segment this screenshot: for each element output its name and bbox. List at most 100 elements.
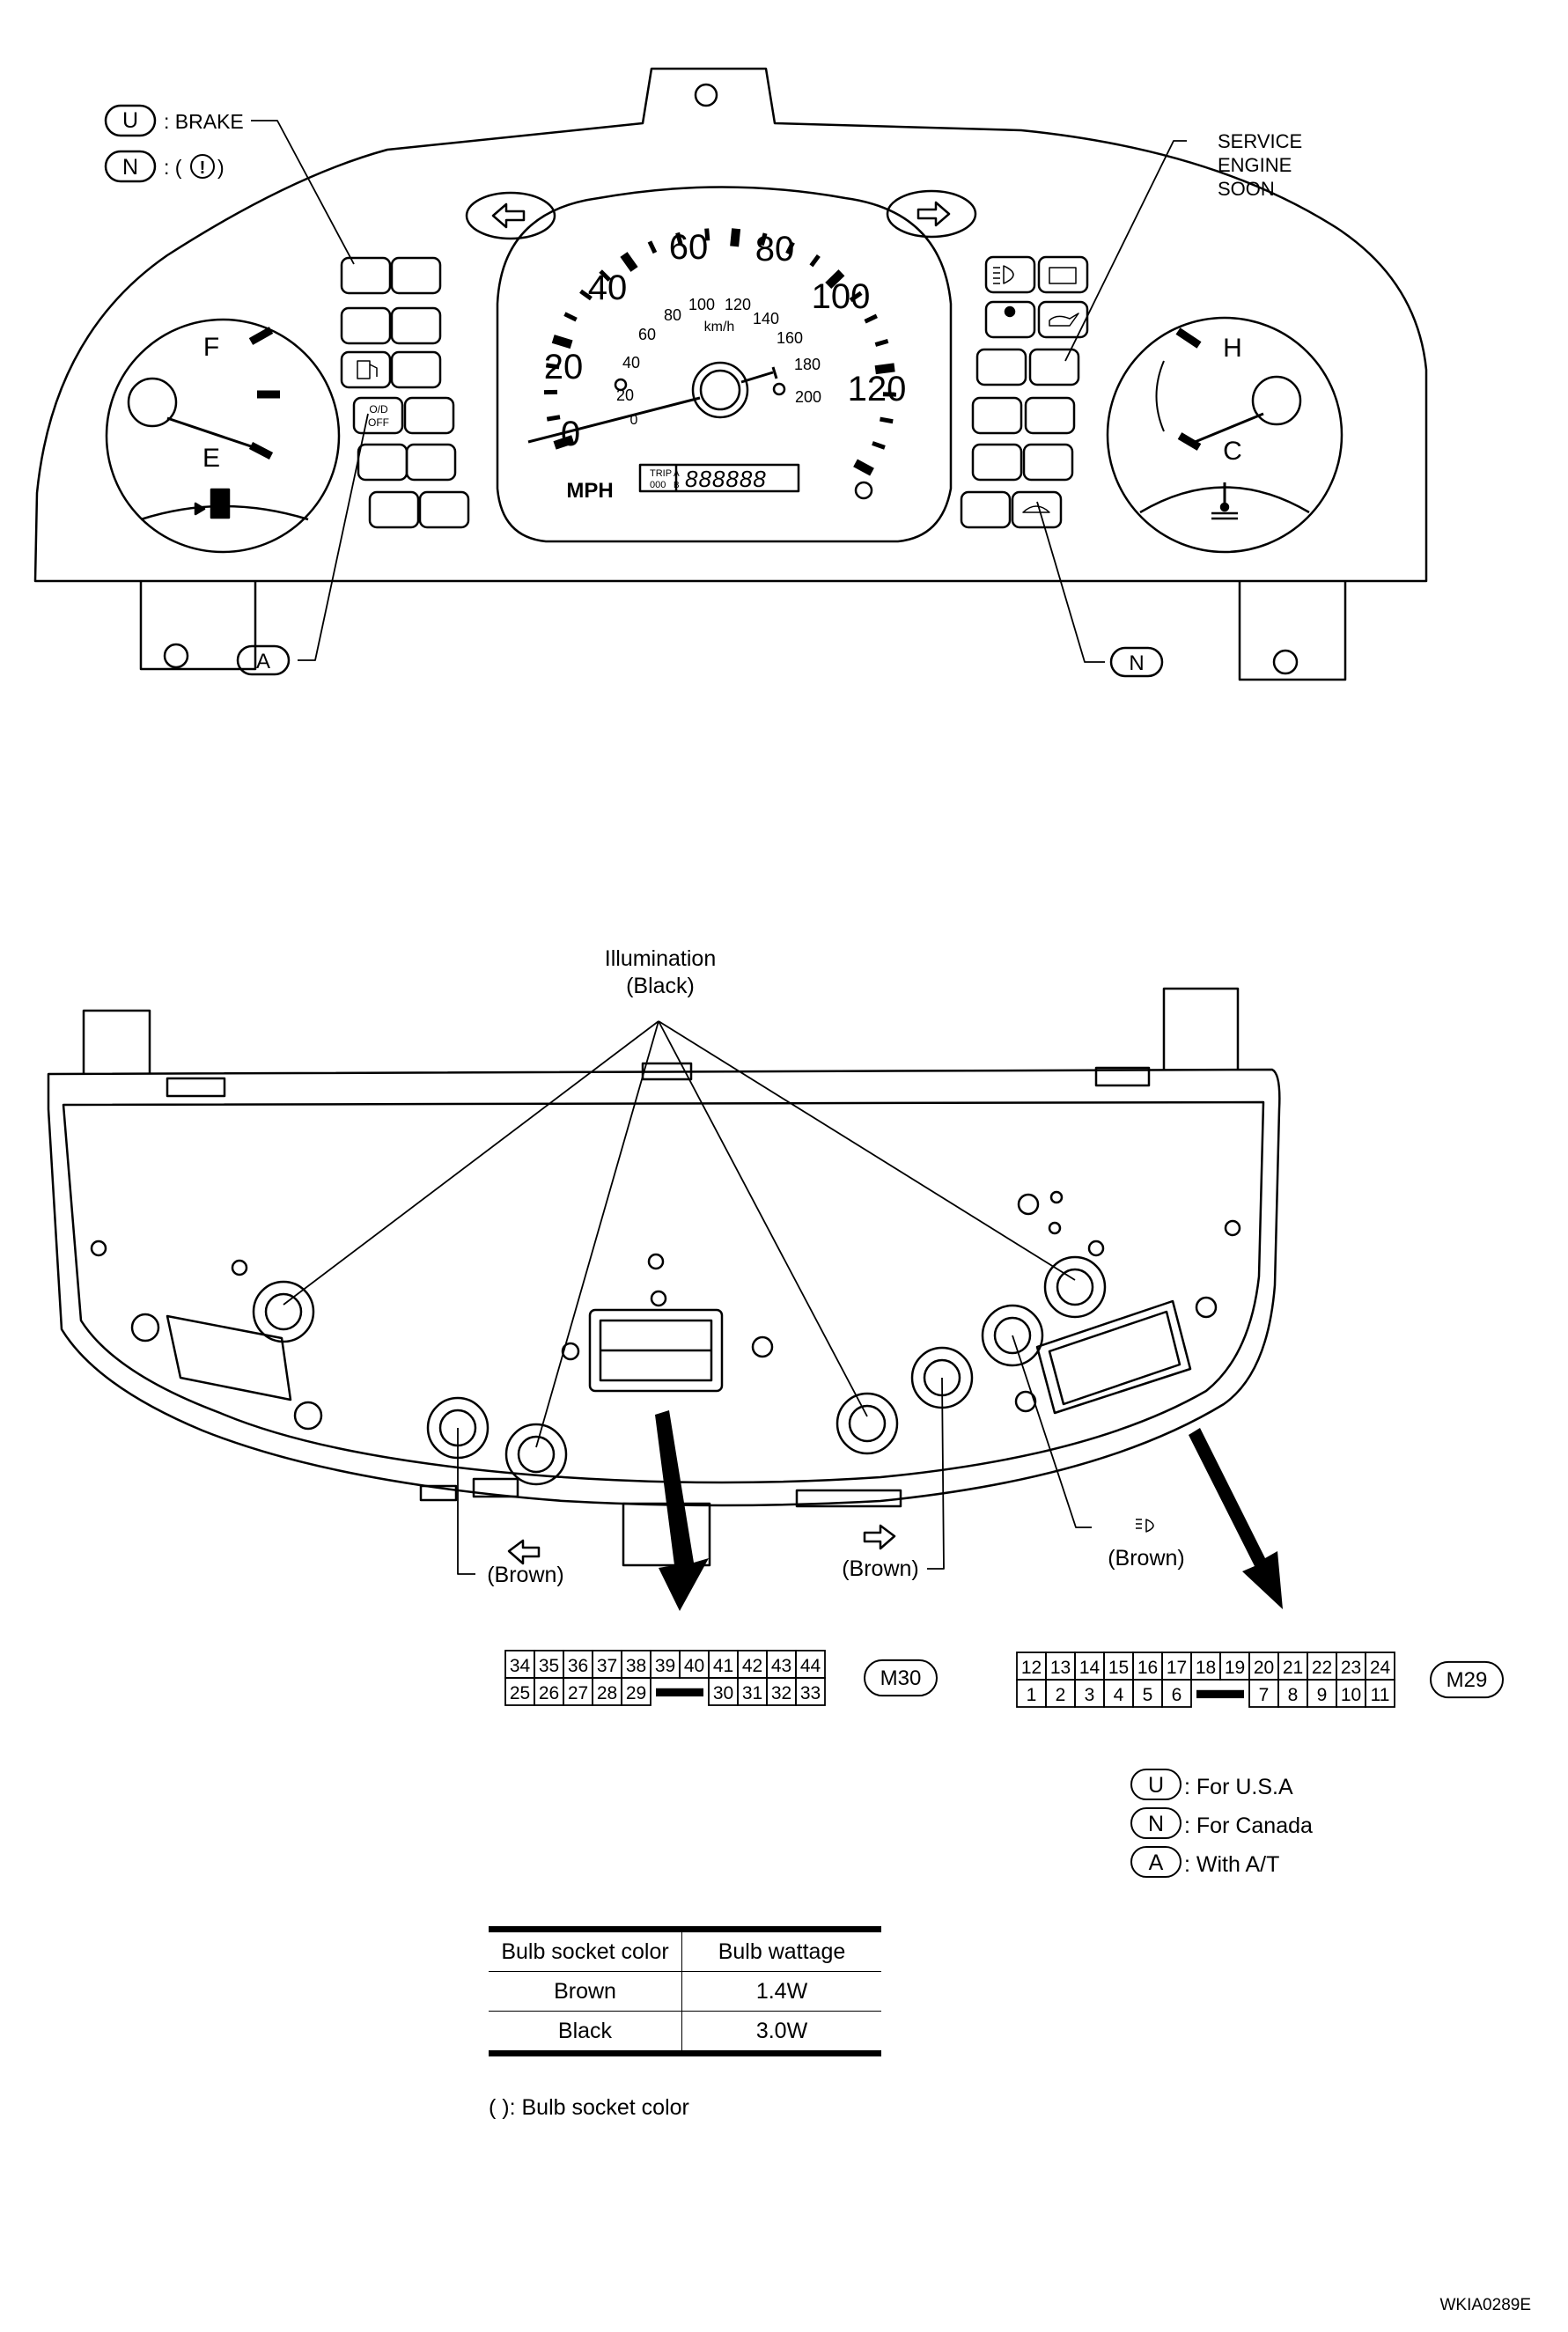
screw (650, 1290, 667, 1307)
oil-pressure-lamp (1037, 300, 1089, 339)
pin-number: 24 (1370, 1658, 1391, 1678)
pin-number: 27 (568, 1683, 588, 1703)
low-fuel-lamp (340, 350, 392, 389)
speedometer-tick (864, 313, 878, 324)
od-label: O/D (369, 403, 388, 416)
kmh-dot-right (772, 382, 786, 396)
charge-lamp (1037, 255, 1089, 294)
connector-id: M29 (1447, 1668, 1488, 1692)
high-beam-lamp (984, 255, 1036, 294)
speedometer-tick (553, 435, 575, 450)
warning-lamp (405, 443, 457, 482)
figure-id: WKIA0289E (1439, 2296, 1532, 2314)
brown-left-label: (Brown) (487, 1563, 564, 1587)
a-marker-code: A (256, 650, 270, 673)
rear-clip (166, 1077, 226, 1098)
off-label: OFF (368, 416, 389, 429)
connector-id: M30 (880, 1666, 922, 1690)
pin-number: 28 (597, 1683, 617, 1703)
speedometer-tick (579, 289, 593, 301)
mount-hole-left (163, 643, 189, 669)
pin-number: 4 (1114, 1685, 1124, 1705)
pin-number: 16 (1137, 1658, 1158, 1678)
rear-pcb (62, 1100, 1265, 1484)
temp-hot-label: H (1223, 334, 1242, 363)
pin-number: 38 (626, 1656, 646, 1676)
pin-number: 12 (1021, 1658, 1042, 1678)
pin-cell (621, 1677, 651, 1706)
illumination-color-label: (Black) (626, 974, 695, 998)
pin-number: 17 (1167, 1658, 1187, 1678)
screw (647, 1253, 665, 1270)
service-engine-lamp (1028, 348, 1080, 386)
brown-left-leader (457, 1428, 475, 1575)
bulb-table-header-color: Bulb socket color (489, 1926, 682, 1972)
legend-a-code: A (1149, 1850, 1164, 1875)
brake-canada-close: ) (217, 156, 225, 179)
warning-lamp (1024, 396, 1076, 435)
service-engine-line1: SERVICE (1218, 130, 1302, 152)
pin-number: 22 (1312, 1658, 1332, 1678)
pin-number: 10 (1341, 1685, 1361, 1705)
airbag-lamp (984, 300, 1036, 339)
service-engine-line2: ENGINE (1218, 154, 1292, 176)
rear-housing (47, 1068, 1281, 1507)
pin-number: 20 (1254, 1658, 1274, 1678)
pin-number: 41 (713, 1656, 733, 1676)
turn-right-indicator (886, 189, 977, 239)
brown-right-leader (1012, 1335, 1092, 1528)
n-marker-code: N (122, 155, 138, 180)
service-engine-leader (1064, 140, 1187, 362)
screw (1048, 1221, 1062, 1235)
speedometer-tick (563, 312, 578, 322)
screw (1224, 1219, 1241, 1237)
service-engine-line3: SOON (1218, 178, 1275, 200)
mph-tick-60: 60 (669, 228, 709, 267)
mph-tick-100: 100 (812, 277, 871, 316)
warning-lamp (975, 348, 1027, 386)
kmh-unit: km/h (704, 320, 735, 335)
battery-icon (1049, 267, 1077, 284)
speedometer-tick (880, 416, 894, 424)
canada-leader (1036, 501, 1105, 663)
washer-icon (1022, 505, 1050, 513)
speedometer-tick (704, 228, 710, 241)
mph-tick-20: 20 (544, 348, 584, 386)
pin-number: 26 (539, 1683, 559, 1703)
warning-lamp (418, 490, 470, 529)
cluster-rear-view (47, 987, 1281, 1575)
rear-bottom-tab (622, 1502, 711, 1567)
kmh-tick-160: 160 (777, 329, 803, 347)
warning-lamp (357, 443, 409, 482)
rear-tab-left (82, 1009, 151, 1074)
trip-000: 000 (650, 480, 666, 490)
trip-label: TRIP (650, 468, 672, 479)
high-beam-small-icon (1136, 1519, 1154, 1533)
socket-black-4 (1043, 1255, 1107, 1319)
bulb-table-header-wattage: Bulb wattage (681, 1926, 881, 1972)
brown-right-label: (Brown) (1108, 1546, 1185, 1571)
screw (561, 1342, 580, 1361)
speedometer-ticks (543, 228, 896, 476)
rear-window (166, 1314, 292, 1401)
speedometer (496, 186, 953, 543)
cluster-front-view (33, 67, 1428, 681)
connector-id-oval (1430, 1660, 1504, 1699)
left-warning-lamps (340, 256, 470, 529)
bulb-color-cell: Brown (489, 1971, 682, 2012)
pin-cell (795, 1677, 826, 1706)
coolant-temp-icon (1211, 482, 1238, 520)
speedometer-tick (809, 254, 821, 268)
pin-number: 14 (1079, 1658, 1101, 1678)
table-row: Black 3.0W (489, 2011, 881, 2056)
at-leader (298, 413, 369, 661)
pin-number: 5 (1143, 1685, 1153, 1705)
screw (1087, 1240, 1105, 1257)
legend-n-code: N (1148, 1812, 1164, 1836)
legend-u-text: : For U.S.A (1184, 1775, 1293, 1799)
warning-lamp (960, 490, 1012, 529)
fuel-full-label: F (203, 333, 219, 362)
kmh-tick-80: 80 (664, 306, 681, 324)
